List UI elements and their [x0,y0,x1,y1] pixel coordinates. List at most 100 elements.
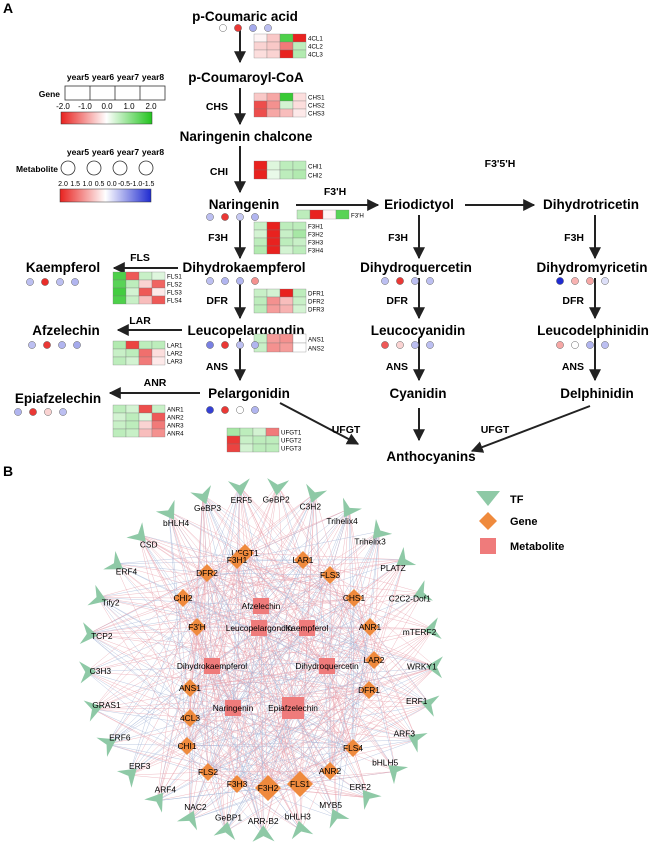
met-scale-tick: -1.0 [130,181,142,188]
heatmap-cell [267,101,280,109]
met-dihydromyricetin: Dihydromyricetin [536,260,647,275]
metabolite-dot-pelargonidin [236,406,243,413]
heatmap-cell [323,210,336,219]
enz-f3h-b: F3H [388,232,408,244]
gene-scale-tick-0: -2.0 [56,102,70,111]
heatmap-cell [113,341,126,349]
metabolite-dot-naringenin [221,213,228,220]
heatmap-row-label: F3H1 [308,224,324,231]
metabolite-dot-leucopelargondin [221,341,228,348]
metabolite-dot-dihydromyricetin [571,277,578,284]
tf-icon [144,793,163,813]
network-node-tf: bHLH4 [156,500,190,528]
tf-label: C3H2 [300,502,322,512]
heatmap-cell [227,428,240,436]
network-node-met: Leucopelargondin [226,620,293,636]
heatmap-cell [293,161,306,170]
met-chalcone: Naringenin chalcone [180,129,313,144]
metabolite-dot-leucodelphinidin [586,341,593,348]
network-edge [203,495,233,708]
heatmap-cell [267,222,280,230]
heatmap-cell [267,230,280,238]
gene-legend-title: Gene [39,89,61,99]
metabolite-dot-kaempferol [71,278,78,285]
gene-legend-year7: year7 [117,72,139,82]
network-node-tf: GeBP2 [263,478,290,505]
network-node-tf: bHLH3 [285,812,313,840]
heatmap-cell [152,429,165,437]
enz-ufgt-b: UFGT [481,424,510,436]
met-leucocyanidin: Leucocyanidin [371,323,466,338]
enz-dfr-c: DFR [562,295,584,307]
heatmap-cell [267,289,280,297]
heatmap-cell [152,357,165,365]
network-node-met: Dihydrokaempferol [177,658,247,674]
heatmap-cell [254,246,267,254]
tf-icon [267,478,289,495]
met-scale-tick: 2.0 [58,181,68,188]
heatmap-cell [240,428,253,436]
enz-chi: CHI [210,166,228,178]
metabolite-dot-naringenin [251,213,258,220]
heatmap-cell [126,429,139,437]
heatmap-cell [126,357,139,365]
heatmap-cell [293,334,306,343]
tf-icon [330,809,350,829]
network-edge [129,772,208,775]
tf-label: WRKY1 [407,661,437,671]
heatmap-cell [126,272,139,280]
metabolite-dot-dihydromyricetin [601,277,608,284]
enz-f3ph: F3'H [324,186,346,198]
gene-label: FLS2 [198,767,218,777]
heatmap-cell [113,288,126,296]
network-node-tf: ERF2 [349,782,381,810]
met-dihydrotricetin: Dihydrotricetin [543,197,639,212]
met-coumaric: p-Coumaric acid [192,9,298,24]
heatmap-cell [139,405,152,413]
enz-f3h-a: F3H [208,232,228,244]
tf-label: bHLH3 [285,812,311,822]
tf-icon [388,765,408,784]
heatmap-cell [139,280,152,288]
heatmap-cell [254,230,267,238]
enz-anr: ANR [144,377,167,389]
heatmap-cell [139,357,152,365]
heatmap-cell [254,50,267,58]
metabolite-dot-epiafzelechin [29,408,36,415]
metabolite-dot-afzelechin [73,341,80,348]
enz-lar: LAR [129,315,151,327]
heatmap-cell [267,50,280,58]
gene-label: FLS4 [343,743,363,753]
met-scale-tick: -1.5 [142,181,154,188]
metabolite-label: Dihydrokaempferol [177,661,247,671]
metabolite-dot-leucopelargondin [251,341,258,348]
heatmap-cell [139,429,152,437]
tf-legend-icon [476,491,500,506]
metabolite-dot-afzelechin [58,341,65,348]
heatmap-cell [293,289,306,297]
met-anthocyanins: Anthocyanins [386,449,475,464]
tf-label: GeBP3 [194,503,221,513]
heatmap-f3ph: F3'H [297,210,364,220]
met-legend-title: Metabolite [16,164,58,174]
heatmap-cell [267,42,280,50]
network-node-tf: ARF4 [144,785,176,813]
gene-label: FLS3 [320,570,340,580]
met-pelargonidin: Pelargonidin [208,386,290,401]
gene-label: CHS1 [343,593,366,603]
heatmap-cell [152,288,165,296]
tf-label: mTERF2 [403,627,437,637]
heatmap-cell [297,210,310,219]
tf-label: Trihelix3 [354,537,386,547]
enz-dfr-a: DFR [206,295,228,307]
heatmap-cell [113,357,126,365]
metabolite-dot-leucocyanidin [381,341,388,348]
tf-label: ERF4 [116,567,138,577]
metabolite-dot-coumaric [234,24,241,31]
network-legend: TF Gene Metabolite [476,491,564,554]
metabolite-dot-dihydroquercetin [381,277,388,284]
metabolite-label: Naringenin [213,703,254,713]
heatmap-cell [267,297,280,305]
heatmap-row-label: CHS2 [308,103,325,110]
